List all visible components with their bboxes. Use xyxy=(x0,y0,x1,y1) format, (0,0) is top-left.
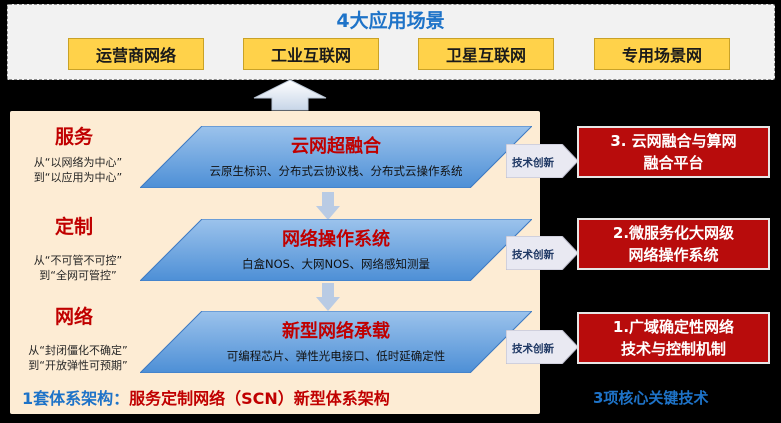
category-custom-title: 定制 xyxy=(55,216,94,238)
key-tech-microservice-network-os: 2.微服务化大网级 网络操作系统 xyxy=(577,218,770,270)
layer-network-os: 网络操作系统 白盒NOS、大网NOS、网络感知测量 xyxy=(140,219,532,281)
scenario-private-network: 专用场景网 xyxy=(594,38,730,70)
tech-innovation-arrow-icon xyxy=(506,144,578,178)
layer-cloud-network-fusion: 云网超融合 云原生标识、分布式云协议栈、分布式云操作系统 xyxy=(140,126,532,188)
key-tech-deterministic-networking: 1.广域确定性网络 技术与控制机制 xyxy=(577,312,770,364)
layer-title: 云网超融合 xyxy=(291,136,381,157)
tech-innovation-label: 技术创新 xyxy=(512,249,554,261)
up-arrow-icon xyxy=(253,79,327,111)
tech-innovation-arrow-icon xyxy=(506,330,578,364)
layer-title: 新型网络承载 xyxy=(282,321,390,342)
scenario-industrial-internet: 工业互联网 xyxy=(243,38,379,70)
category-custom-desc: 从“不可管不可控” 到“全网可管控” xyxy=(33,254,123,282)
category-network-title: 网络 xyxy=(55,306,94,328)
layer-title: 网络操作系统 xyxy=(282,229,390,250)
tech-innovation-arrow-icon xyxy=(506,236,578,270)
tech-innovation-label: 技术创新 xyxy=(512,157,554,169)
scenario-carrier-network: 运营商网络 xyxy=(68,38,204,70)
tech-innovation-label: 技术创新 xyxy=(512,343,554,355)
scenarios-title: 4大应用场景 xyxy=(336,10,445,32)
scenario-satellite-internet: 卫星互联网 xyxy=(418,38,554,70)
core-tech-caption: 3项核心关键技术 xyxy=(593,389,709,407)
architecture-caption: 1套体系架构：服务定制网络（SCN）新型体系架构 xyxy=(22,389,390,408)
layer-new-network-bearer: 新型网络承载 可编程芯片、弹性光电接口、低时延确定性 xyxy=(140,311,532,373)
category-service-title: 服务 xyxy=(55,126,94,148)
category-network-desc: 从“封闭僵化不确定” 到“开放弹性可预期” xyxy=(28,344,128,372)
layer-subtitle: 白盒NOS、大网NOS、网络感知测量 xyxy=(242,257,430,271)
down-arrow-icon xyxy=(316,192,340,220)
key-tech-cloud-compute-platform: 3. 云网融合与算网 融合平台 xyxy=(577,126,770,178)
layer-subtitle: 云原生标识、分布式云协议栈、分布式云操作系统 xyxy=(209,164,463,178)
down-arrow-icon xyxy=(316,283,340,311)
layer-subtitle: 可编程芯片、弹性光电接口、低时延确定性 xyxy=(226,349,446,363)
category-service-desc: 从“以网络为中心” 到“以应用为中心” xyxy=(33,156,123,184)
